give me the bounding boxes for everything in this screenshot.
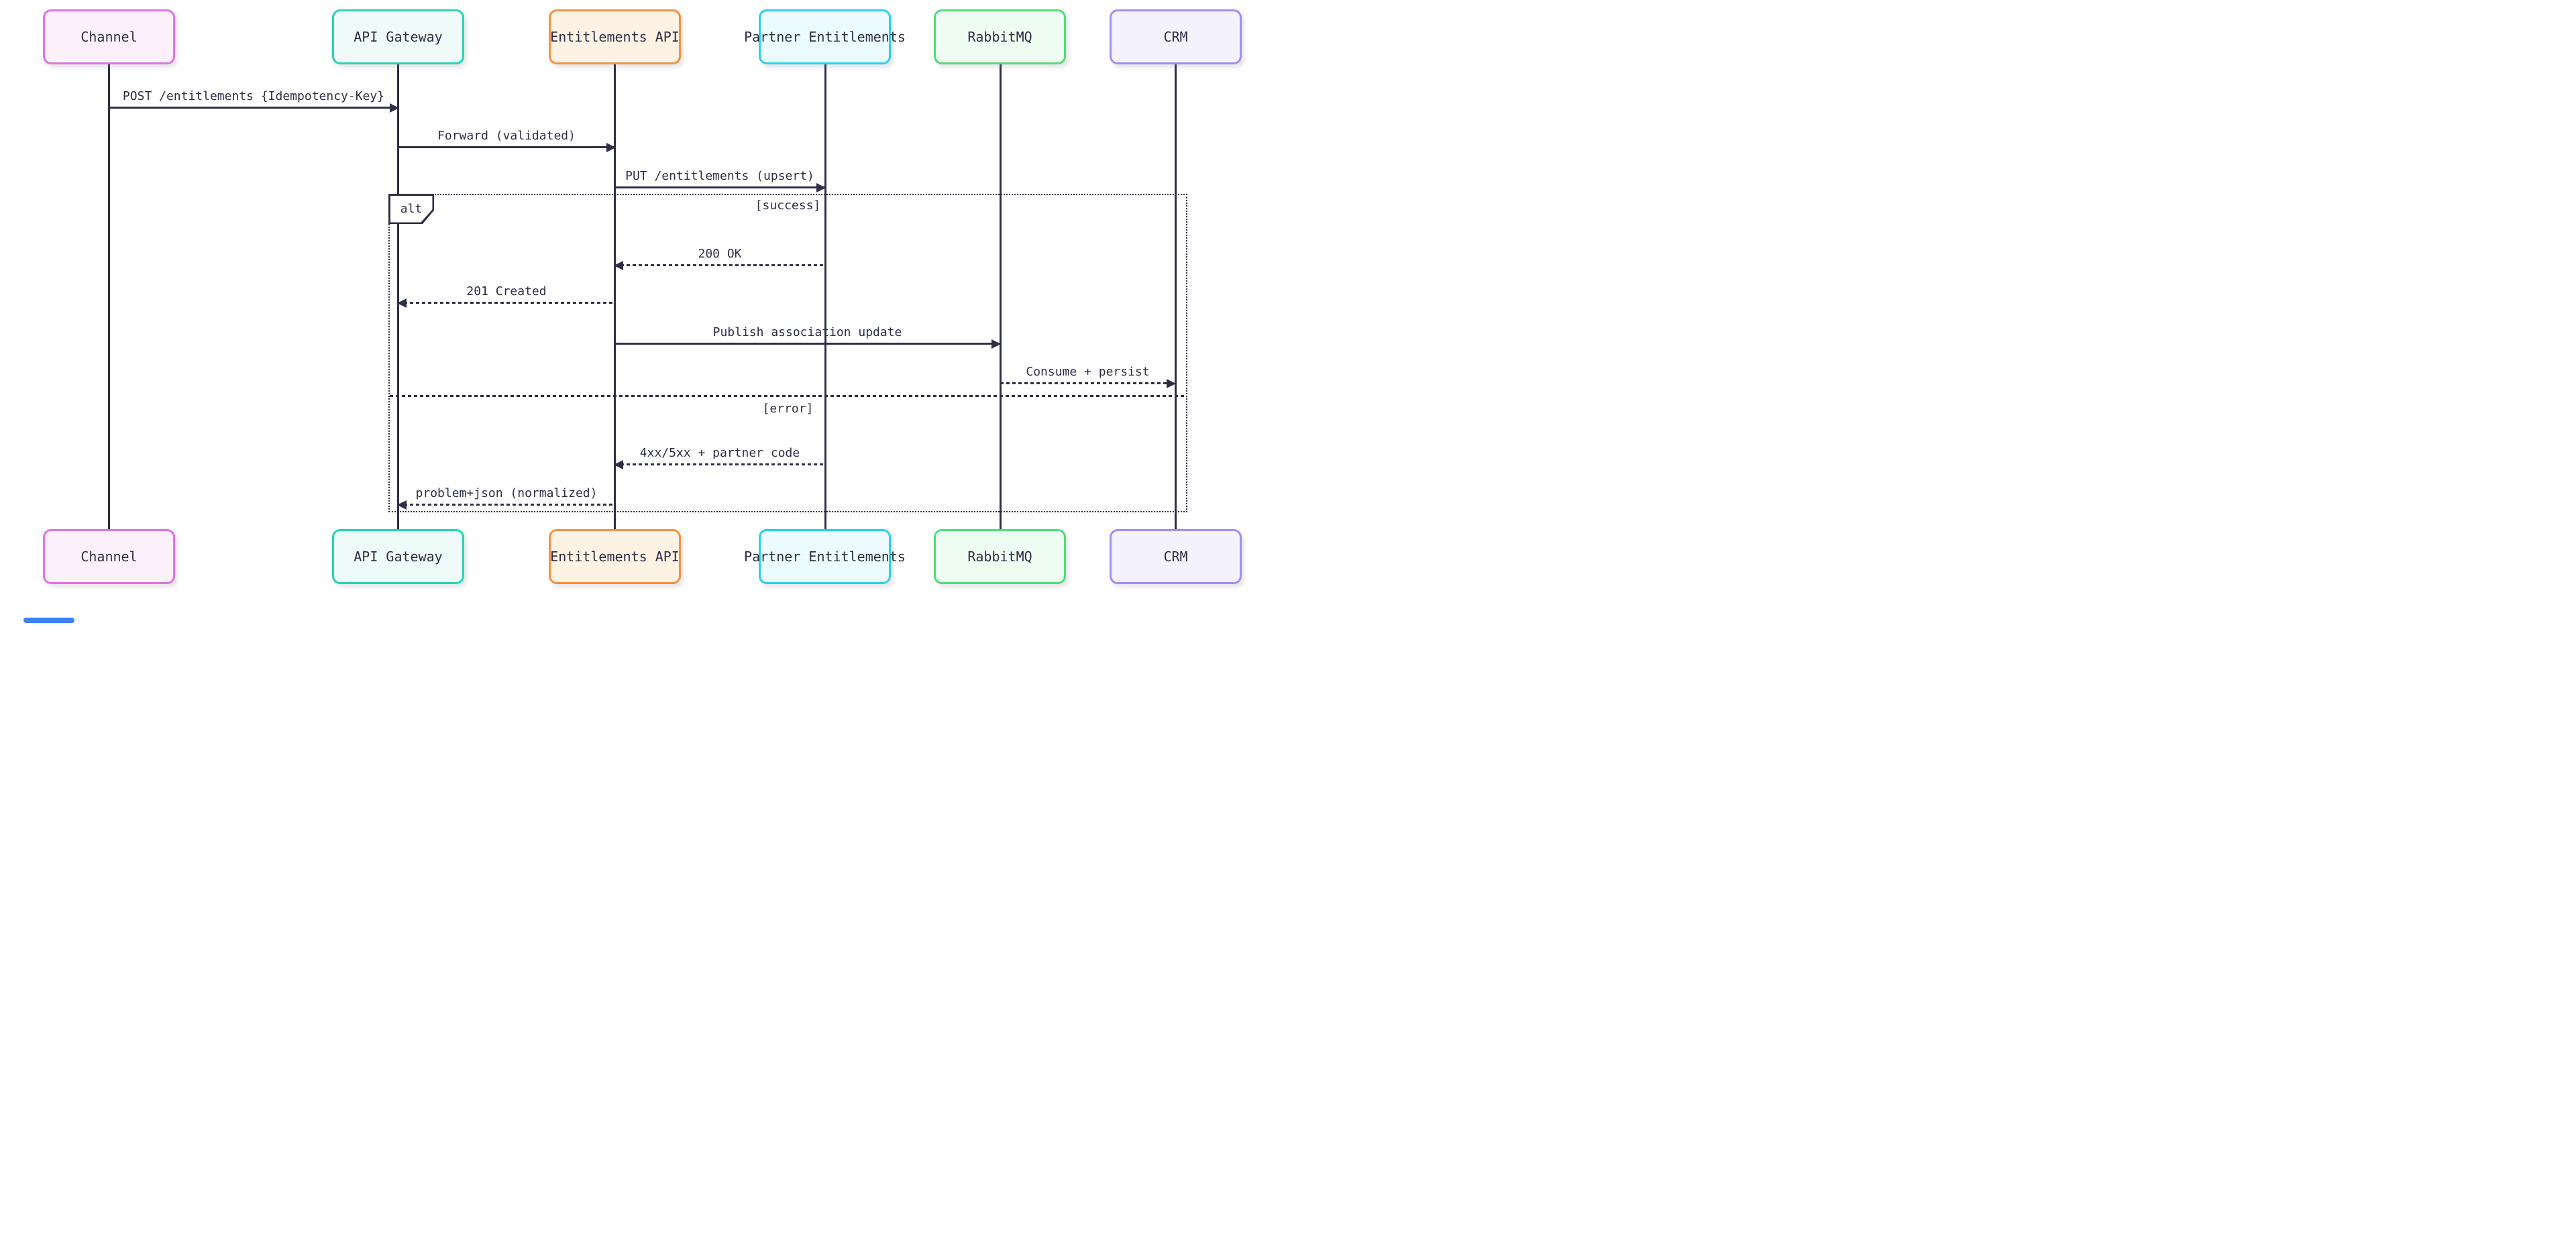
actor-api-gateway-top: API Gateway <box>332 9 464 64</box>
arrowhead-icon <box>991 339 1001 349</box>
alt-guard-success: [success] <box>755 198 821 213</box>
message-201-created: 201 Created <box>397 278 615 308</box>
arrowhead-icon <box>397 298 407 308</box>
message-consume-persist: Consume + persist <box>1000 359 1176 388</box>
message-4xx-5xx-partner-code: 4xx/5xx + partner code <box>614 440 825 469</box>
message-line <box>614 186 825 188</box>
message-label: 4xx/5xx + partner code <box>639 446 800 460</box>
actor-crm-bottom: CRM <box>1110 529 1242 584</box>
message-problem-json-normalized: problem+json (normalized) <box>397 480 615 510</box>
message-forward-validated: Forward (validated) <box>398 123 616 152</box>
message-line <box>614 463 825 465</box>
alt-branch-divider <box>390 395 1186 397</box>
actor-channel-top: Channel <box>43 9 175 64</box>
actor-label: Channel <box>80 29 138 45</box>
arrowhead-icon <box>606 142 616 152</box>
horizontal-scrollbar-thumb[interactable] <box>23 618 74 623</box>
actor-rabbitmq-top: RabbitMQ <box>934 9 1066 64</box>
lifeline-channel <box>108 64 110 529</box>
actor-partner-entitlements-top: Partner Entitlements <box>744 9 906 64</box>
arrowhead-icon <box>614 260 623 270</box>
actor-label: Channel <box>80 549 138 565</box>
message-line <box>398 146 615 148</box>
actor-label: CRM <box>1163 29 1188 45</box>
lifeline-entitlements-api <box>614 64 616 529</box>
message-label: Consume + persist <box>1026 365 1150 379</box>
actor-entitlements-api-top: Entitlements API <box>549 9 681 64</box>
alt-operator-tab: alt <box>388 194 434 224</box>
message-label: PUT /entitlements (upsert) <box>625 169 814 183</box>
actor-label: Entitlements API <box>550 29 680 45</box>
sequence-diagram: Channel API Gateway Entitlements API Par… <box>0 0 1288 624</box>
lifeline-partner-entitlements <box>824 64 826 529</box>
message-200-ok: 200 OK <box>614 241 825 270</box>
actor-entitlements-api-bottom: Entitlements API <box>549 529 681 584</box>
message-label: 200 OK <box>698 247 742 261</box>
message-line <box>614 264 825 266</box>
actor-rabbitmq-bottom: RabbitMQ <box>934 529 1066 584</box>
arrowhead-icon <box>816 182 826 192</box>
arrowhead-icon <box>614 459 623 469</box>
arrowhead-icon <box>390 103 399 113</box>
message-label: Forward (validated) <box>437 129 576 143</box>
actor-crm-top: CRM <box>1110 9 1242 64</box>
actor-api-gateway-bottom: API Gateway <box>332 529 464 584</box>
alt-guard-error: [error] <box>762 402 814 416</box>
message-put-entitlements: PUT /entitlements (upsert) <box>614 163 826 192</box>
lifeline-crm <box>1175 64 1177 529</box>
lifeline-api-gateway <box>397 64 399 529</box>
actor-partner-entitlements-bottom: Partner Entitlements <box>744 529 906 584</box>
actor-label: CRM <box>1163 549 1188 565</box>
message-label: POST /entitlements {Idempotency-Key} <box>122 89 385 103</box>
actor-label: Entitlements API <box>550 549 680 565</box>
message-publish-association-update: Publish association update <box>614 319 1001 349</box>
actor-label: API Gateway <box>354 29 443 45</box>
message-line <box>1000 382 1175 384</box>
message-line <box>398 302 615 304</box>
actor-label: API Gateway <box>354 549 443 565</box>
message-line <box>398 504 615 506</box>
arrowhead-icon <box>1167 378 1176 388</box>
message-label: 201 Created <box>466 284 547 298</box>
alt-operator-label: alt <box>400 202 423 216</box>
actor-label: Partner Entitlements <box>744 29 906 45</box>
message-line <box>614 343 1000 345</box>
message-label: problem+json (normalized) <box>415 486 598 500</box>
message-line <box>109 107 398 109</box>
actor-label: RabbitMQ <box>967 549 1032 565</box>
actor-label: Partner Entitlements <box>744 549 906 565</box>
arrowhead-icon <box>397 500 407 510</box>
alt-frame <box>388 194 1187 512</box>
message-post-entitlements: POST /entitlements {Idempotency-Key} <box>109 83 399 113</box>
message-label: Publish association update <box>712 325 902 339</box>
lifeline-rabbitmq <box>1000 64 1002 529</box>
actor-label: RabbitMQ <box>967 29 1032 45</box>
actor-channel-bottom: Channel <box>43 529 175 584</box>
